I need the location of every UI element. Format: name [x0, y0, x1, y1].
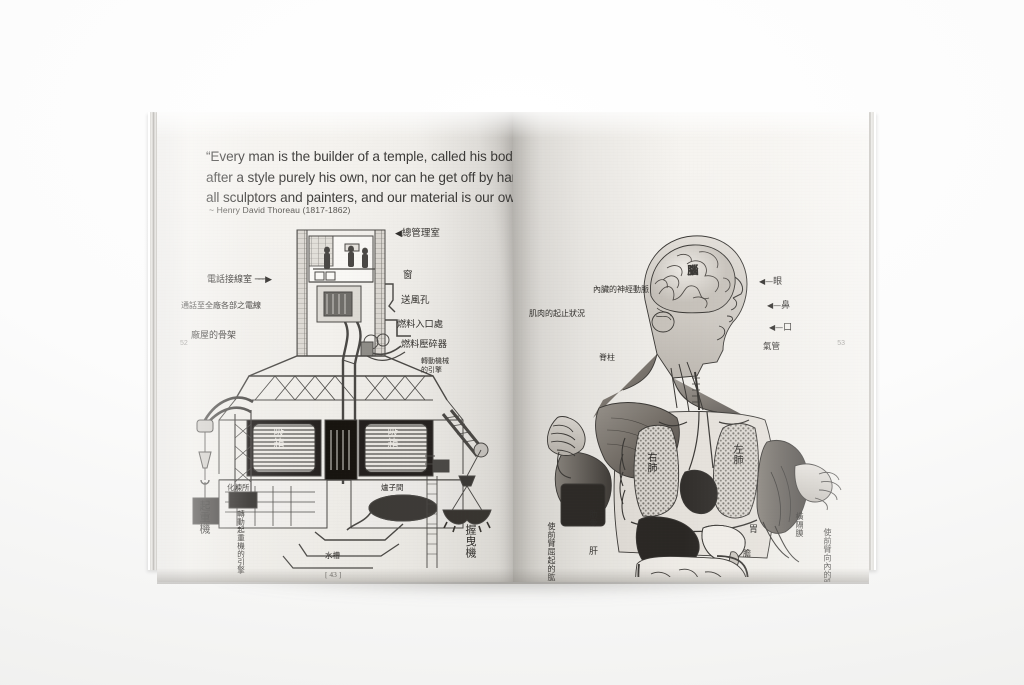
label-air-vent: 送風孔 [401, 295, 430, 306]
label-water-trough: 水槽 [325, 551, 340, 560]
label-refining-hall: 化煉所 [227, 483, 250, 492]
label-trachea: 氣管 [763, 342, 781, 352]
quote-attribution: ~ Henry David Thoreau (1817-1862) [209, 205, 351, 215]
folio-right: 53 [837, 340, 845, 347]
plate-caption-left: [ 43 ] [325, 570, 342, 579]
label-building-framework: 廠屋的骨架 [191, 331, 237, 341]
label-ribs: 肋骨 [589, 510, 598, 527]
right-page: 53 [513, 112, 869, 582]
label-crane: 起重機 [198, 500, 211, 535]
label-crane-engine: 轉動起重機的引擎 [236, 510, 246, 574]
label-left-lung: 左肺 [731, 444, 742, 465]
quote-line-1: “Every man is the builder of a temple, c… [206, 149, 513, 164]
open-book: 52 “Every man is the builder of a temple… [148, 112, 876, 584]
label-furnace-room: 爐子間 [381, 483, 404, 492]
label-suction-box-right: 吸箱 [386, 426, 399, 449]
label-nose: ◀—鼻 [767, 301, 791, 311]
label-fuel-crusher: 燃料壓碎器 [401, 339, 447, 350]
label-grab-bucket: 握曳機 [464, 524, 477, 559]
label-liver: 肝 [589, 547, 599, 557]
left-page: 52 “Every man is the builder of a temple… [157, 112, 513, 582]
quote-block-left: “Every man is the builder of a temple, c… [206, 147, 513, 209]
label-eye: ◀—眼 [759, 277, 783, 287]
quote-line-2: after a style purely his own, nor can he… [206, 169, 513, 185]
label-visceral-nerves-arteries: 內臟的神經動脈 [593, 285, 649, 294]
label-machinery-engine: 轉動機械的引擎 [421, 357, 449, 374]
label-general-management-room: ◀總管理室 [395, 228, 440, 239]
label-window: 窗 [403, 270, 413, 281]
label-diaphragm: 橫隔膜 [795, 512, 804, 538]
label-telephone-wiring-room: 電話接線室 ───▶ [207, 275, 272, 285]
label-pronator-muscle: 使前臂向內的肌 [823, 528, 832, 582]
label-wires-to-all-departments: 通話至全廠各部之電線 [181, 301, 261, 310]
factory-illustration: ◀總管理室 窗 送風孔 燃料入口處 燃料壓碎器 轉動機械的引擎 [175, 224, 505, 579]
label-suction-box-left: 吸箱 [272, 426, 285, 449]
label-stomach: 胃 [749, 525, 759, 535]
label-fuel-inlet: 燃料入口處 [397, 319, 443, 330]
label-spine: 脊柱 [599, 353, 615, 362]
anatomy-illustration: 腦 [527, 222, 857, 582]
label-mouth: ◀—口 [769, 323, 793, 333]
label-gallbladder: 膽 [743, 549, 751, 558]
label-right-lung: 右肺 [645, 452, 656, 473]
svg-text:腦: 腦 [687, 263, 698, 277]
label-muscle-attachments: 肌肉的起止狀況 [529, 309, 585, 318]
label-biceps-brachii: 使前臂屈起的肱二頭肌 [547, 522, 556, 582]
